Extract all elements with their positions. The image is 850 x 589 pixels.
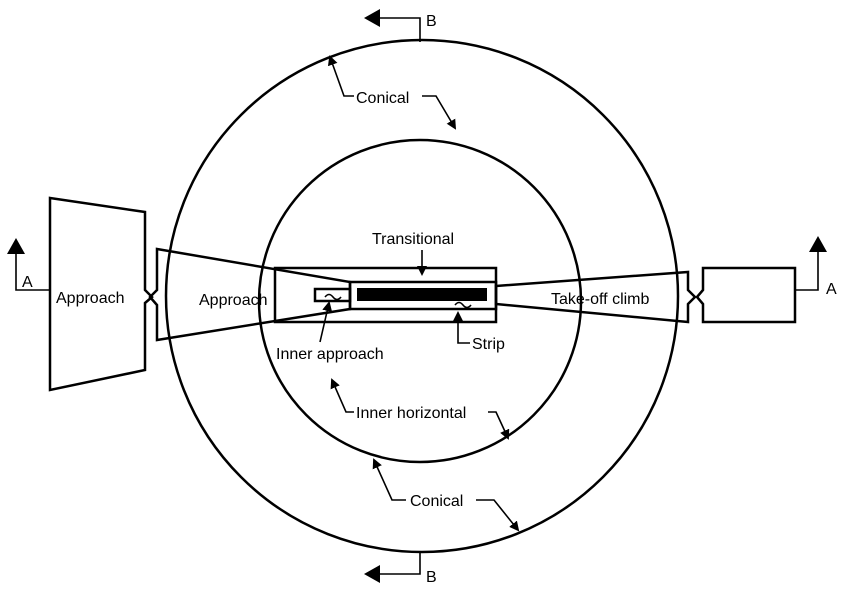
strip-label: Strip xyxy=(472,336,505,353)
approach-surface-outer xyxy=(48,196,154,392)
conical-bottom-pointer-right xyxy=(476,499,520,532)
inner-horizontal-circle xyxy=(257,138,583,464)
take-off-climb-surface xyxy=(494,270,697,324)
inner-horizontal-pointer-left xyxy=(330,378,354,413)
section-a-right-label: A xyxy=(826,281,837,298)
section-b-bottom-arrow xyxy=(364,552,421,583)
transitional-label: Transitional xyxy=(372,231,454,248)
inner-approach-pointer xyxy=(319,301,333,343)
strip-pointer xyxy=(453,311,470,344)
section-b-top-label: B xyxy=(426,13,437,30)
take-off-climb-surface-outer xyxy=(695,266,797,324)
conical-outer-circle xyxy=(164,38,680,554)
inner-horizontal-label: Inner horizontal xyxy=(356,405,466,422)
conical-top-pointer-left xyxy=(327,55,354,97)
conical-top-label: Conical xyxy=(356,90,409,107)
section-a-left-label: A xyxy=(22,274,33,291)
approach-outer-label: Approach xyxy=(56,290,125,307)
section-a-left-arrow xyxy=(7,238,50,291)
inner-horizontal-pointer-right xyxy=(488,411,510,440)
section-b-bottom-label: B xyxy=(426,569,437,586)
conical-bottom-label: Conical xyxy=(410,493,463,510)
take-off-climb-label: Take-off climb xyxy=(551,291,650,308)
inner-approach-label: Inner approach xyxy=(276,346,384,363)
runway xyxy=(357,288,487,301)
section-a-right-arrow xyxy=(795,236,827,291)
approach-label: Approach xyxy=(199,292,268,309)
tilde-icon xyxy=(454,301,472,309)
conical-top-pointer-right xyxy=(422,95,457,130)
inner-approach-surface xyxy=(313,287,352,303)
conical-bottom-pointer-left xyxy=(372,458,406,501)
section-b-top-arrow xyxy=(364,9,421,42)
tilde-icon xyxy=(324,293,342,301)
